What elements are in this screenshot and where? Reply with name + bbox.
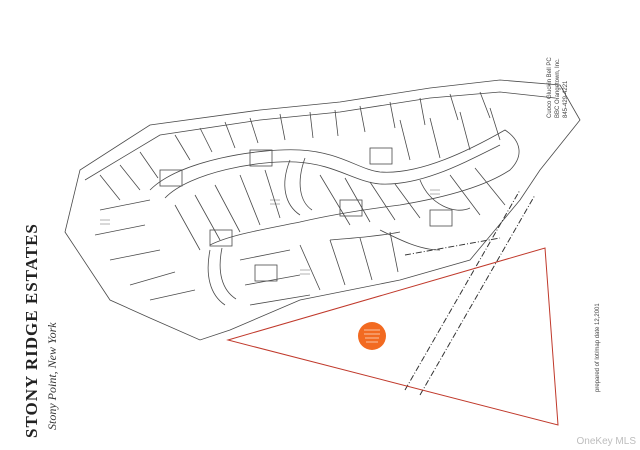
credit-block: Cuoco Gluckin Bell PC BBC Orangetown, In…	[546, 57, 570, 118]
parcel-marker	[358, 322, 386, 350]
credit-line-3: 845-429-4221	[563, 80, 569, 118]
map-title: STONY RIDGE ESTATES	[22, 223, 41, 438]
rail-line	[404, 189, 536, 396]
credit-line-2: BBC Orangetown, Inc.	[555, 58, 561, 118]
side-note: prepared of lot/map date 12,2001	[595, 303, 601, 392]
watermark: OneKey MLS	[576, 436, 636, 447]
credit-line-1: Cuoco Gluckin Bell PC	[547, 57, 553, 118]
map-subtitle: Stony Point, New York	[45, 322, 59, 430]
map-linework	[64, 79, 581, 341]
highlighted-parcel	[226, 247, 559, 426]
lot-label-marks	[100, 189, 440, 275]
